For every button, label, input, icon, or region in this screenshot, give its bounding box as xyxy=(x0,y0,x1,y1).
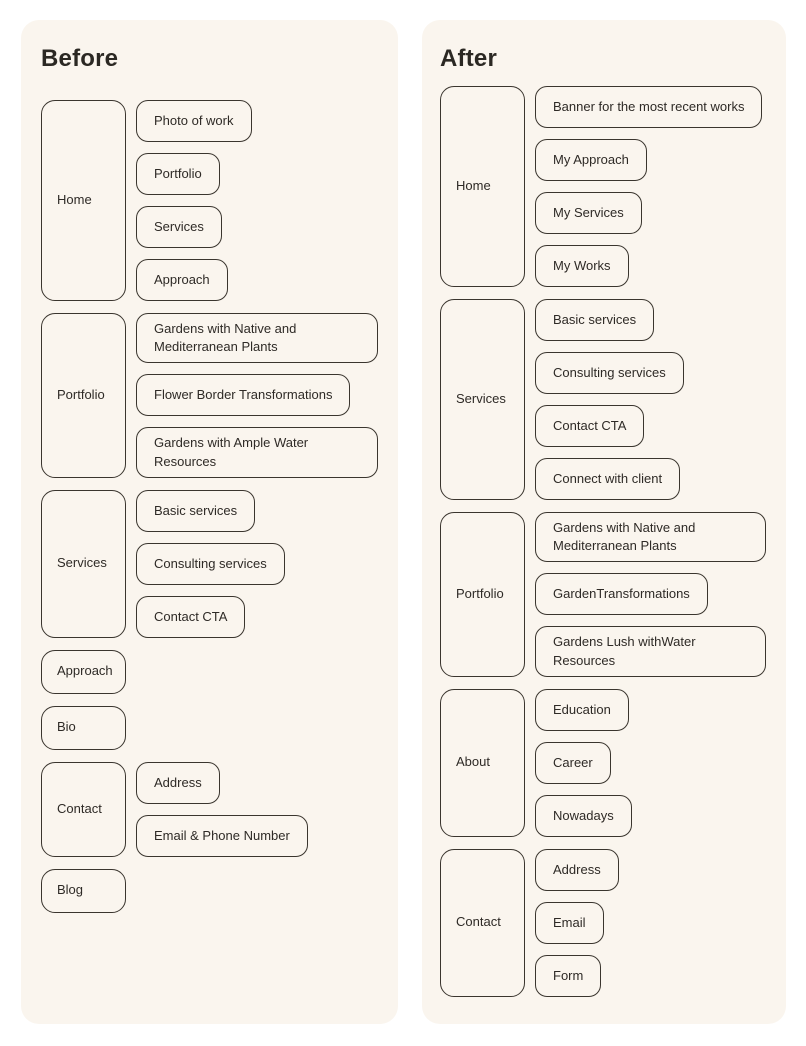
child-page-node: Approach xyxy=(136,259,228,301)
child-page-node: My Works xyxy=(535,245,629,287)
sitemap-section: Blog xyxy=(41,868,126,913)
child-page-node: Email xyxy=(535,901,604,944)
child-page-node: Basic services xyxy=(535,299,655,341)
panel-after-title: After xyxy=(440,45,498,72)
child-page-node: Banner for the most recent works xyxy=(535,86,763,128)
child-page-node: Career xyxy=(535,741,611,784)
child-page-node: Gardens with Native and Mediterranean Pl… xyxy=(535,512,766,563)
parent-page-node: Home xyxy=(440,86,525,287)
parent-page-node: Contact xyxy=(440,848,525,997)
child-nodes-column: Gardens with Native and Mediterranean Pl… xyxy=(535,512,766,677)
child-page-node: Connect with client xyxy=(535,458,681,500)
parent-page-node: Portfolio xyxy=(440,512,525,677)
child-page-node: GardenTransformations xyxy=(535,573,708,616)
parent-page-node: Services xyxy=(41,489,126,638)
child-page-node: My Services xyxy=(535,192,642,234)
child-page-node: Photo of work xyxy=(136,100,252,142)
child-page-node: Email & Phone Number xyxy=(136,814,308,857)
sitemap-section: Approach xyxy=(41,649,126,694)
child-page-node: Flower Border Transformations xyxy=(136,374,351,417)
child-page-node: My Approach xyxy=(535,139,647,181)
parent-page-node: Home xyxy=(41,100,126,301)
parent-page-node: Blog xyxy=(41,868,126,913)
child-page-node: Consulting services xyxy=(136,542,285,585)
child-nodes-column: Gardens with Native and Mediterranean Pl… xyxy=(136,313,378,478)
child-page-node: Portfolio xyxy=(136,153,220,195)
child-page-node: Education xyxy=(535,688,629,731)
sitemap-section: Bio xyxy=(41,705,126,750)
panel-before-title: Before xyxy=(41,45,119,72)
child-page-node: Gardens with Ample Water Resources xyxy=(136,427,378,478)
child-page-node: Nowadays xyxy=(535,794,632,837)
parent-page-node: About xyxy=(440,688,525,837)
child-page-node: Form xyxy=(535,954,602,997)
parent-page-node: Contact xyxy=(41,761,126,857)
child-page-node: Consulting services xyxy=(535,352,684,394)
child-page-node: Gardens Lush withWater Resources xyxy=(535,626,766,677)
child-page-node: Gardens with Native and Mediterranean Pl… xyxy=(136,313,378,364)
child-page-node: Services xyxy=(136,206,222,248)
parent-page-node: Portfolio xyxy=(41,313,126,478)
child-page-node: Contact CTA xyxy=(136,595,246,638)
child-page-node: Basic services xyxy=(136,489,256,532)
child-page-node: Address xyxy=(136,761,220,804)
parent-page-node: Approach xyxy=(41,649,126,694)
parent-page-node: Bio xyxy=(41,705,126,750)
child-page-node: Address xyxy=(535,848,619,891)
child-page-node: Contact CTA xyxy=(535,405,645,447)
child-nodes-column: Banner for the most recent works My Appro… xyxy=(535,86,763,287)
parent-page-node: Services xyxy=(440,299,525,500)
